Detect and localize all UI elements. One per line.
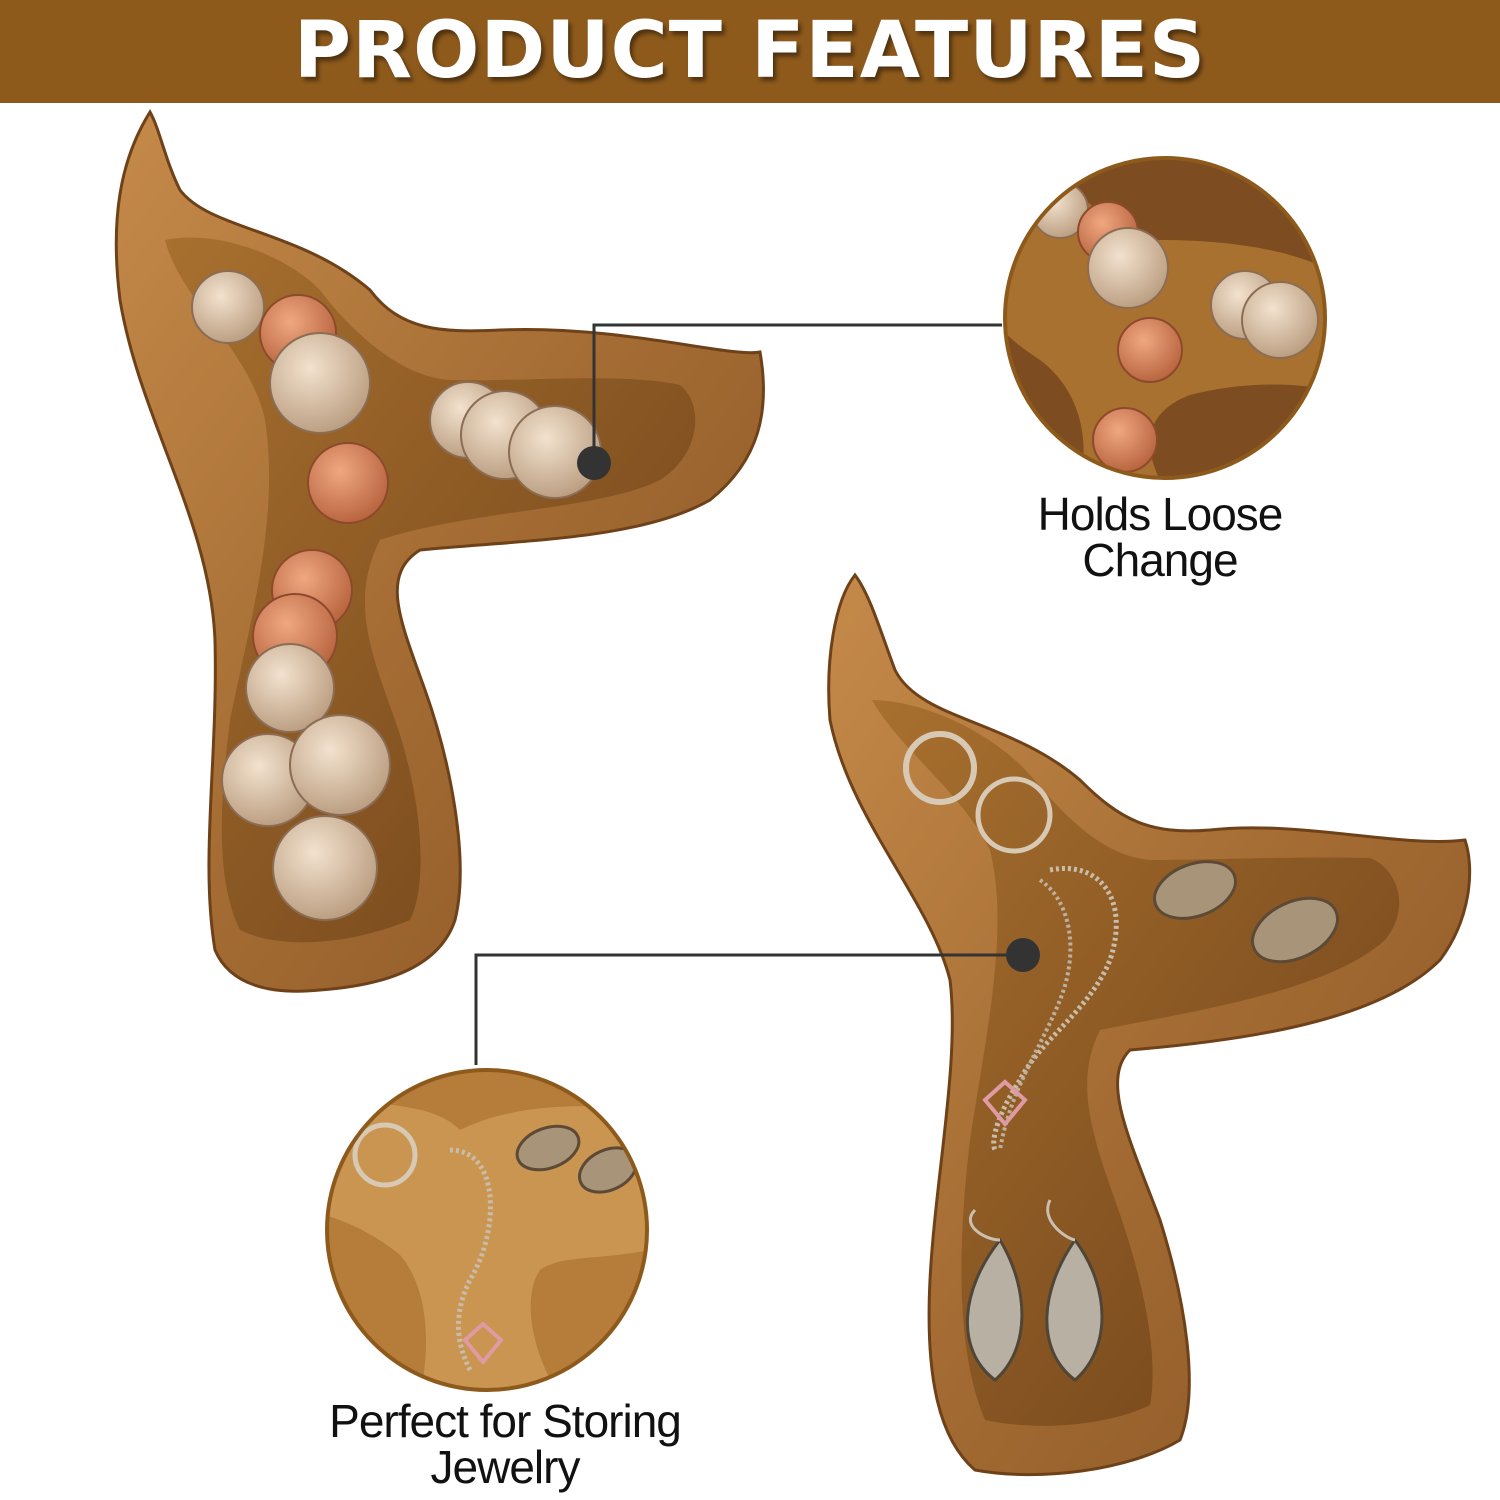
- coin: [269, 332, 371, 434]
- caption-line: Perfect for Storing: [329, 1395, 682, 1447]
- ring: [975, 776, 1053, 854]
- whale-tail-tray-jewelry: [827, 572, 1472, 1477]
- ring: [903, 731, 977, 805]
- earring: [1045, 1237, 1104, 1382]
- coin: [245, 643, 335, 733]
- coin: [191, 270, 265, 344]
- earring: [966, 1237, 1024, 1382]
- zoom-circle-content: [1005, 158, 1325, 478]
- coin: [307, 442, 389, 524]
- callout-jewelry: [325, 938, 1040, 1392]
- earring-hook: [1046, 1199, 1076, 1242]
- header-banner: PRODUCT FEATURES: [0, 0, 1500, 103]
- coin: [272, 815, 378, 921]
- caption-line: Holds Loose: [1037, 488, 1284, 540]
- callout-line: [592, 323, 1002, 463]
- necklace: [998, 878, 1073, 1151]
- feature-caption-jewelry: Perfect for Storing Jewelry: [290, 1398, 720, 1490]
- callout-loose-change: [577, 156, 1327, 480]
- zoom-circle-content: [327, 1070, 647, 1390]
- necklace: [991, 866, 1119, 1152]
- zoom-circle-border: [1003, 156, 1327, 480]
- caption-line: Change: [1082, 534, 1238, 586]
- feature-caption-loose-change: Holds Loose Change: [1000, 491, 1320, 583]
- earring: [1251, 896, 1339, 964]
- whale-tail-tray-coins: [114, 109, 765, 993]
- page-title: PRODUCT FEATURES: [293, 6, 1207, 96]
- callout-line: [474, 953, 1023, 1065]
- callout-dot: [577, 446, 611, 480]
- callout-dot: [1006, 938, 1040, 972]
- heart-pendant: [982, 1079, 1028, 1128]
- earring: [1153, 860, 1237, 920]
- caption-line: Jewelry: [430, 1441, 581, 1493]
- earring-hook: [968, 1208, 1001, 1242]
- zoom-circle-border: [325, 1068, 649, 1392]
- coin: [289, 714, 391, 816]
